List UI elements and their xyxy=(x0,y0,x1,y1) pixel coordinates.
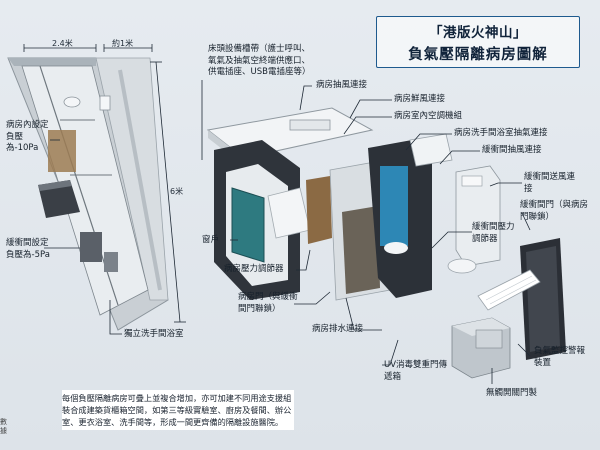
title-line-1: 「港版火神山」 xyxy=(429,25,527,41)
buffer-door-label: 緩衝間門（與病房門聯鎖） xyxy=(520,200,589,222)
indoor-ac-label: 病房室內空調機組 xyxy=(394,111,463,121)
drain-label: 病房排水連接 xyxy=(312,324,364,334)
touchless-door-label: 無觸開關門製 xyxy=(486,388,538,398)
bath-exhaust-label: 病房洗手間浴室抽氣連接 xyxy=(454,128,548,138)
edge-text: 數據 xyxy=(0,418,7,435)
ward-exhaust-label: 病房抽風連接 xyxy=(316,80,368,90)
dim-length: 6米 xyxy=(170,187,184,196)
window-label: 窗戶 xyxy=(202,235,220,245)
monitor-label: 負氣監控警報裝置 xyxy=(534,346,586,368)
left-leaders xyxy=(44,139,122,335)
dim-width-main: 2.4米 xyxy=(52,39,73,48)
dimension-lines xyxy=(23,44,186,323)
ward-pressure-label: 病房內設定負壓為-10Pa xyxy=(6,120,49,153)
buffer-pressure-label: 緩衝間設定負壓為-5Pa xyxy=(6,238,50,260)
dim-width-side: 約1米 xyxy=(112,39,134,48)
right-leaders xyxy=(201,80,531,384)
bathroom-label: 獨立洗手間浴室 xyxy=(124,329,184,339)
container-cutaway xyxy=(7,57,169,331)
fresh-air-label: 病房鮮風連接 xyxy=(394,94,446,104)
bed-panel-label: 床頭設備槽帶（護士呼叫、氧氣及抽氣空終端供應口、供電插座、USB電插座等） xyxy=(208,44,311,77)
pressure-regulator-label: 病房壓力調節器 xyxy=(224,264,284,274)
exploded-view xyxy=(206,107,566,379)
buffer-regulator-label: 緩衝間壓力調節器 xyxy=(472,222,515,244)
buffer-supply-label: 緩衝間送風連接 xyxy=(524,172,576,194)
ward-door-label: 病房門（與緩衝間門聯鎖） xyxy=(238,292,298,314)
title-box: 「港版火神山」 負氣壓隔離病房圖解 xyxy=(376,16,580,68)
uv-box-label: UV消毒雙重門傳遞箱 xyxy=(384,360,448,382)
buffer-exhaust-label: 緩衝間抽風連接 xyxy=(482,145,542,155)
title-line-2: 負氣壓隔離病房圖解 xyxy=(408,47,548,63)
caption-text: 每個負壓隔離病房可疊上並複合增加，亦可加建不同用途支援組裝合成建築貨櫃箱空間，如… xyxy=(62,390,294,430)
